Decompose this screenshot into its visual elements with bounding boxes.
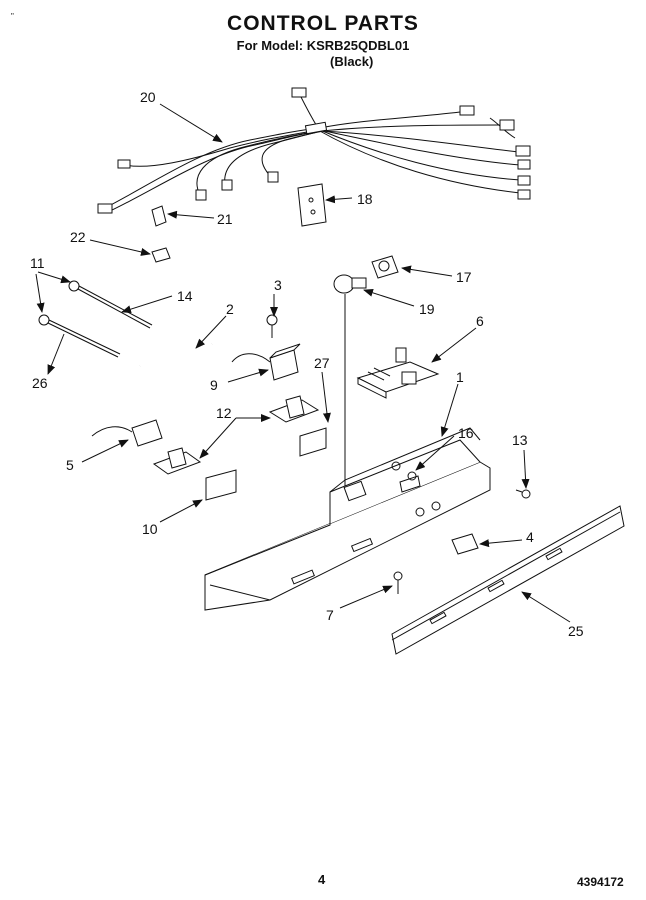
part-3-screw bbox=[266, 314, 278, 338]
callout-17: 17 bbox=[456, 269, 472, 285]
callout-9: 9 bbox=[210, 377, 218, 393]
page-number: 4 bbox=[318, 872, 326, 887]
part-19-bulb bbox=[333, 274, 367, 294]
callout-5: 5 bbox=[66, 457, 74, 473]
color-line: (Black) bbox=[330, 54, 374, 69]
callout-2: 2 bbox=[226, 301, 234, 317]
callout-3: 3 bbox=[274, 277, 282, 293]
part-18-plate bbox=[297, 183, 327, 227]
callout-16: 16 bbox=[458, 425, 474, 441]
part-5-switch bbox=[91, 419, 163, 447]
corner-mark: " bbox=[11, 12, 14, 21]
callout-13: 13 bbox=[512, 432, 528, 448]
callout-6: 6 bbox=[476, 313, 484, 329]
page-title: CONTROL PARTS bbox=[227, 12, 419, 35]
part-1-control-housing bbox=[204, 427, 491, 611]
part-17-socket bbox=[371, 255, 399, 279]
callout-22: 22 bbox=[70, 229, 86, 245]
part-12-bracket-2 bbox=[152, 447, 202, 475]
wiring-harness bbox=[97, 87, 531, 214]
callout-27: 27 bbox=[314, 355, 330, 371]
callout-7: 7 bbox=[326, 607, 334, 623]
part-14-sensor bbox=[68, 280, 153, 329]
callout-25: 25 bbox=[568, 623, 584, 639]
callout-18: 18 bbox=[357, 191, 373, 207]
callout-4: 4 bbox=[526, 529, 534, 545]
callout-19: 19 bbox=[419, 301, 435, 317]
callout-10: 10 bbox=[142, 521, 158, 537]
callout-12: 12 bbox=[216, 405, 232, 421]
callout-1: 1 bbox=[456, 369, 464, 385]
part-22-clip bbox=[151, 247, 171, 263]
part-25-trim-strip bbox=[391, 505, 625, 655]
part-21-clip bbox=[151, 205, 167, 227]
part-7-screw bbox=[393, 571, 403, 594]
callout-11: 11 bbox=[30, 255, 45, 271]
callout-21: 21 bbox=[217, 211, 233, 227]
part-13-screw bbox=[515, 489, 531, 499]
part-4-clip bbox=[451, 533, 479, 555]
part-26-sensor bbox=[38, 314, 121, 358]
document-number: 4394172 bbox=[577, 875, 624, 889]
callout-26: 26 bbox=[32, 375, 48, 391]
leader-arrows bbox=[35, 103, 571, 623]
callout-14: 14 bbox=[177, 288, 193, 304]
part-10-label bbox=[205, 469, 237, 501]
callout-20: 20 bbox=[140, 89, 156, 105]
part-27-label bbox=[299, 427, 327, 457]
part-12-bracket bbox=[268, 395, 320, 423]
model-line: For Model: KSRB25QDBL01 bbox=[236, 38, 410, 53]
part-9-switch bbox=[231, 343, 301, 381]
part-6-control-board bbox=[356, 347, 440, 399]
